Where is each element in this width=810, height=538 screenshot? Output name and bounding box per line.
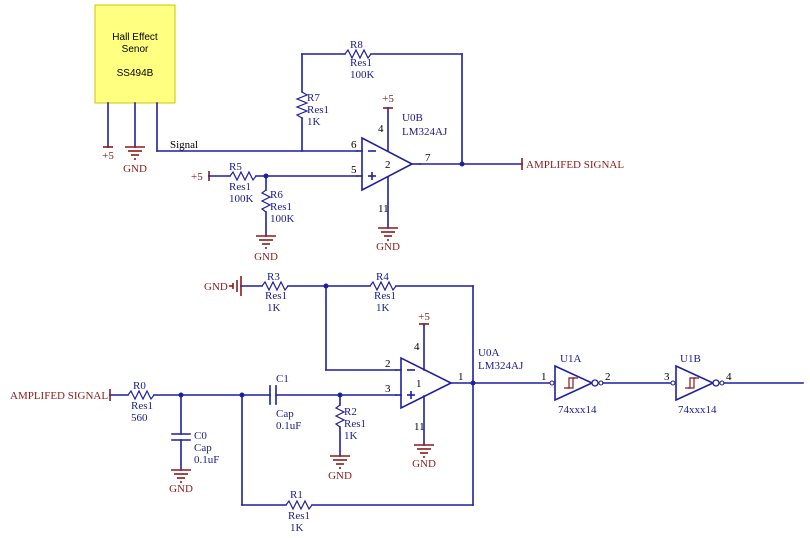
sensor-gnd-label: GND	[123, 163, 147, 175]
u0b-pin-minus: 6	[351, 139, 357, 151]
u0a-section: 1	[416, 378, 422, 390]
r7-type: Res1	[307, 104, 329, 116]
c1-capacitor	[269, 385, 277, 405]
r6-gnd-symbol	[256, 235, 276, 249]
r5-resistor	[229, 170, 257, 182]
u1b-schmitt-inverter	[670, 364, 725, 402]
r0-type: Res1	[131, 400, 153, 412]
sensor-title-2: Senor	[122, 44, 149, 55]
r3-gnd-symbol	[232, 276, 242, 296]
sensor-title-1: Hall Effect	[112, 32, 158, 43]
u0b-pin-g: 11	[378, 203, 389, 215]
u0b-gnd-label: GND	[376, 241, 400, 253]
u0b-pin-v: 4	[378, 123, 384, 135]
r6-ref: R6	[270, 189, 283, 201]
r5-ref: R5	[229, 161, 242, 173]
r5-value: 100K	[229, 193, 254, 205]
u0a-vcc-label: +5	[418, 311, 430, 323]
u0a-part: LM324AJ	[478, 360, 524, 372]
signal-net-label: Signal	[170, 139, 198, 151]
r0-ref: R0	[133, 380, 146, 392]
r6-resistor	[260, 189, 272, 213]
r7-ref: R7	[307, 92, 320, 104]
r2-ref: R2	[344, 406, 357, 418]
r0-value: 560	[131, 412, 148, 424]
hall-sensor: Hall Effect Senor SS494B +5 GND	[94, 4, 176, 175]
r3-type: Res1	[265, 290, 287, 302]
u0b-ref: U0B	[402, 112, 423, 124]
u0a-ref: U0A	[478, 347, 499, 359]
r2-gnd-symbol	[330, 455, 350, 469]
r5-type: Res1	[229, 181, 251, 193]
u0a-pin-g: 11	[414, 421, 425, 433]
sensor-part: SS494B	[117, 68, 154, 79]
r2-gnd-label: GND	[328, 470, 352, 482]
c0-gnd-label: GND	[169, 483, 193, 495]
r2-type: Res1	[344, 418, 366, 430]
sensor-gnd-symbol	[125, 146, 145, 160]
u1a-schmitt-inverter	[549, 364, 604, 402]
r7-resistor	[295, 91, 309, 119]
u0b-opamp	[356, 107, 421, 229]
r4-type: Res1	[374, 290, 396, 302]
r2-resistor	[334, 404, 346, 428]
r3-value: 1K	[267, 302, 281, 314]
r8-value: 100K	[350, 69, 375, 81]
r8-resistor	[344, 48, 372, 60]
u1b-pin-in: 3	[664, 371, 670, 383]
r4-value: 1K	[376, 302, 390, 314]
r1-resistor	[285, 499, 313, 511]
sensor-vcc-label: +5	[102, 150, 114, 162]
r1-ref: R1	[290, 489, 303, 501]
u1a-ref: U1A	[560, 353, 581, 365]
u0b-pin-plus: 5	[351, 164, 357, 176]
r6-type: Res1	[270, 201, 292, 213]
r3-gnd-label: GND	[204, 281, 228, 293]
c0-gnd-symbol	[171, 469, 191, 483]
c0-type: Cap	[194, 442, 212, 454]
u1a-part: 74xxx14	[558, 404, 597, 416]
u0b-section: 2	[385, 159, 391, 171]
u0a-pin-minus: 2	[385, 358, 391, 370]
c0-value: 0.1uF	[194, 454, 219, 466]
c1-value: 0.1uF	[276, 420, 301, 432]
r1-type: Res1	[288, 510, 310, 522]
c1-ref: C1	[276, 373, 289, 385]
u0a-gnd-symbol	[414, 444, 434, 458]
r3-resistor	[261, 280, 289, 292]
u0a-pin-v: 4	[414, 341, 420, 353]
r8-ref: R8	[350, 39, 363, 51]
u0b-pin-out: 7	[425, 152, 431, 164]
sensor-body	[94, 4, 176, 104]
r0-resistor	[127, 389, 155, 401]
u0b-gnd-symbol	[378, 227, 398, 241]
r3-ref: R3	[267, 271, 280, 283]
r8-type: Res1	[350, 57, 372, 69]
r2-value: 1K	[344, 430, 358, 442]
u1a-pin-in: 1	[541, 371, 547, 383]
r5-vcc-label: +5	[191, 171, 203, 183]
u0a-opamp	[395, 323, 474, 446]
u0b-vcc-label: +5	[382, 93, 394, 105]
u0a-gnd-label: GND	[412, 458, 436, 470]
u1a-pin-out: 2	[605, 371, 611, 383]
u0b-output-port: AMPLIFED SIGNAL	[526, 159, 624, 171]
r4-resistor	[369, 280, 397, 292]
u1b-pin-out: 4	[726, 371, 732, 383]
input-port: AMPLIFED SIGNAL	[10, 390, 108, 402]
c1-type: Cap	[276, 408, 294, 420]
u1b-ref: U1B	[680, 353, 701, 365]
u0a-pin-plus: 3	[385, 383, 391, 395]
u0b-part: LM324AJ	[402, 126, 448, 138]
r6-gnd-label: GND	[254, 251, 278, 263]
u1b-part: 74xxx14	[678, 404, 717, 416]
r1-value: 1K	[290, 522, 304, 534]
c0-ref: C0	[194, 430, 207, 442]
u0a-pin-out: 1	[458, 371, 464, 383]
r6-value: 100K	[270, 213, 295, 225]
r7-value: 1K	[307, 116, 321, 128]
c0-capacitor	[171, 433, 191, 441]
r4-ref: R4	[376, 271, 389, 283]
